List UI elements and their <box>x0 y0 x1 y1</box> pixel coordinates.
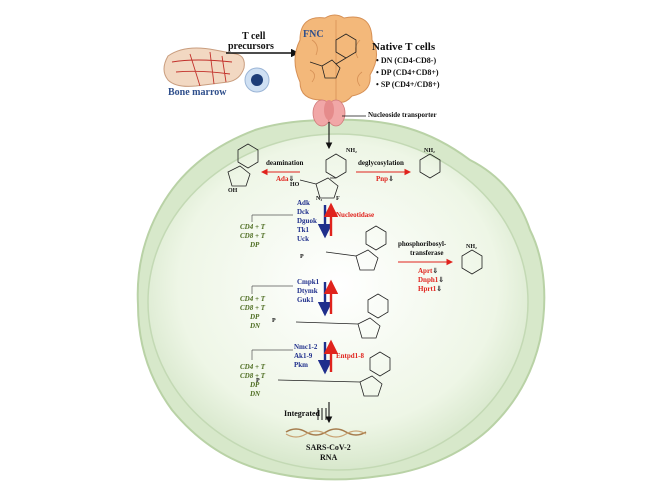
rna-label-1: SARS-CoV-2 <box>306 443 351 452</box>
enzyme-ak: Ak1-9 <box>294 352 313 360</box>
t-cell-label-2: precursors <box>228 41 274 52</box>
atom-nh2-degly: NH₂ <box>424 148 435 154</box>
rna-label-2: RNA <box>320 453 338 462</box>
step2-cell-dp: DP <box>250 313 260 321</box>
fnc-label: FNC <box>303 29 324 40</box>
enzyme-adk: Adk <box>297 199 310 207</box>
nucleoside-transporter-label: Nucleoside transporter <box>368 111 437 119</box>
bracket-step3 <box>251 349 293 360</box>
step3-cell-cd4: CD4 + T <box>240 363 265 371</box>
atom-n3-top: N₃ <box>316 196 323 202</box>
bone-marrow-icon <box>163 47 245 87</box>
phosphoribosyl-label-1: phosphoribosyl- <box>398 240 447 248</box>
dnph1-enzyme: Dnph1⇓ <box>418 276 445 284</box>
bone-marrow-label: Bone marrow <box>168 87 227 98</box>
monophosphate <box>325 225 387 271</box>
enzyme-dguok: Dguok <box>297 217 317 225</box>
enzyme-dtymk: Dtymk <box>297 287 318 295</box>
atom-p-di: P <box>272 318 276 324</box>
cell-type-dn: • DN (CD4-CD8-) <box>376 56 437 65</box>
nucleoside-transporter <box>312 99 346 127</box>
enzyme-dck: Dck <box>297 208 310 216</box>
deglycosylation-product <box>419 153 441 179</box>
deamination-product <box>227 143 259 187</box>
native-t-cells-title: Native T cells <box>372 41 436 53</box>
bracket-step2 <box>251 285 293 294</box>
step1-cell-cd4: CD4 + T <box>240 223 265 231</box>
cell-type-sp: • SP (CD4+/CD8+) <box>376 80 440 89</box>
triphosphate <box>277 351 391 397</box>
step1-cell-dp: DP <box>250 241 260 249</box>
thymus-icon <box>294 14 377 105</box>
ada-enzyme: Ada⇓ <box>276 175 295 183</box>
cell-type-dp: • DP (CD4+CD8+) <box>376 68 439 77</box>
atom-p-mono: P <box>300 254 304 260</box>
fnc-molecule <box>309 33 357 79</box>
step3-cell-dp: DP <box>250 381 260 389</box>
nucleoside-top <box>299 153 347 199</box>
enzyme-nucleotidase: Nucleotidase <box>336 211 375 219</box>
t-cell-label-1: T cell <box>242 31 266 42</box>
atom-p-tri: P <box>256 378 260 384</box>
step1-cell-cd8: CD8 + T <box>240 232 265 240</box>
bracket-step1 <box>251 214 293 222</box>
atom-nh2-pr: NH₂ <box>466 244 477 250</box>
pr-product <box>461 249 483 275</box>
hprt1-enzyme: Hprt1⇓ <box>418 285 443 293</box>
enzyme-tk1: Tk1 <box>297 226 310 234</box>
deglycosylation-label: deglycosylation <box>358 159 404 167</box>
atom-f-top: F <box>336 196 340 202</box>
rna-strand <box>285 428 367 436</box>
step2-cell-cd4: CD4 + T <box>240 295 265 303</box>
enzyme-pkm: Pkm <box>294 361 308 369</box>
phosphoribosyl-label-2: transferase <box>410 249 444 257</box>
deamination-label: deamination <box>266 159 304 167</box>
enzyme-guk1: Guk1 <box>297 296 314 304</box>
enzyme-cmpk1: Cmpk1 <box>297 278 320 286</box>
enzyme-entpd: Entpd1-8 <box>336 352 365 360</box>
step2-cell-dn: DN <box>250 322 261 330</box>
enzyme-uck: Uck <box>297 235 310 243</box>
atom-oh-deam: OH <box>228 188 238 194</box>
aprt-enzyme: Aprt⇓ <box>418 267 439 275</box>
step3-cell-cd8: CD8 + T <box>240 372 265 380</box>
step3-cell-dn: DN <box>250 390 261 398</box>
enzyme-nmc: Nmc1-2 <box>294 343 318 351</box>
diphosphate <box>295 293 389 339</box>
pnp-enzyme: Pnp⇓ <box>376 175 394 183</box>
atom-nh2-top: NH₂ <box>346 148 357 154</box>
cell-body <box>147 133 529 471</box>
atom-ho-top: HO <box>290 182 300 188</box>
step2-cell-cd8: CD8 + T <box>240 304 265 312</box>
integrated-label: Integrated <box>284 409 320 418</box>
